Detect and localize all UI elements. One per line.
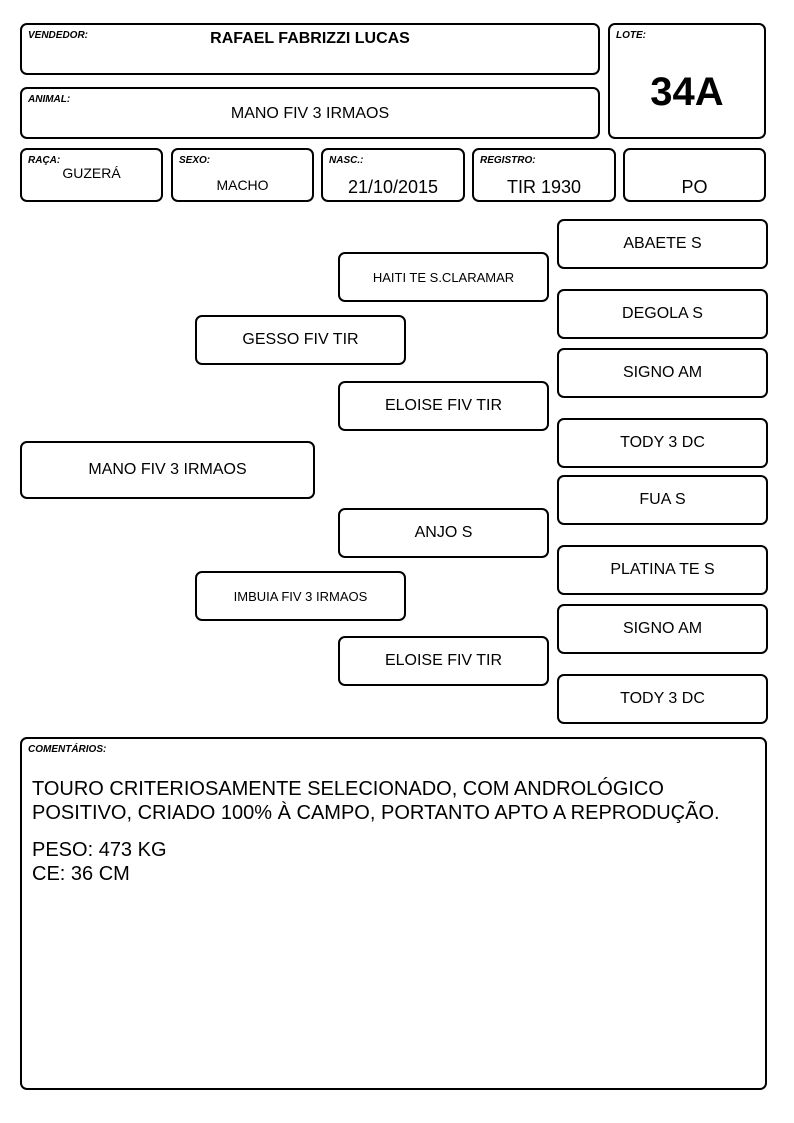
- categoria-box: PO: [623, 148, 766, 202]
- lote-value: 34A: [650, 70, 724, 114]
- pedigree-gg-8: TODY 3 DC: [557, 674, 768, 724]
- vendedor-value: RAFAEL FABRIZZI LUCAS: [210, 30, 410, 47]
- categoria-value: PO: [681, 177, 708, 197]
- pedigree-gg-1: ABAETE S: [557, 219, 768, 269]
- pedigree-gg-2: DEGOLA S: [557, 289, 768, 339]
- animal-box: ANIMAL: MANO FIV 3 IRMAOS: [20, 87, 600, 139]
- pedigree-dam-dam: ELOISE FIV TIR: [338, 636, 549, 686]
- registro-box: REGISTRO: TIR 1930: [472, 148, 616, 202]
- comments-line-4: CE: 36 CM: [32, 863, 130, 885]
- registro-value: TIR 1930: [506, 177, 582, 197]
- comments-box: COMENTÁRIOS: TOURO CRITERIOSAMENTE SELEC…: [20, 737, 767, 1090]
- pedigree-gg-5: FUA S: [557, 475, 768, 525]
- comments-label: COMENTÁRIOS:: [28, 744, 107, 755]
- pedigree-gg-3: SIGNO AM: [557, 348, 768, 398]
- pedigree-gg-6: PLATINA TE S: [557, 545, 768, 595]
- sexo-box: SEXO: MACHO: [171, 148, 314, 202]
- comments-line-2: POSITIVO, CRIADO 100% À CAMPO, PORTANTO …: [32, 802, 720, 824]
- comments-line-1: TOURO CRITERIOSAMENTE SELECIONADO, COM A…: [32, 778, 664, 800]
- vendedor-label: VENDEDOR:: [28, 30, 89, 41]
- nasc-value: 21/10/2015: [347, 177, 439, 197]
- pedigree-sire: GESSO FIV TIR: [195, 315, 406, 365]
- lote-box: LOTE: 34A: [608, 23, 766, 139]
- pedigree-dam: IMBUIA FIV 3 IRMAOS: [195, 571, 406, 621]
- sexo-value: MACHO: [216, 177, 269, 193]
- pedigree-sire-sire: HAITI TE S.CLARAMAR: [338, 252, 549, 302]
- lote-label: LOTE:: [616, 30, 646, 41]
- registro-label: REGISTRO:: [480, 155, 536, 166]
- raca-box: RAÇA: GUZERÁ: [20, 148, 163, 202]
- nasc-box: NASC.: 21/10/2015: [321, 148, 465, 202]
- pedigree-animal: MANO FIV 3 IRMAOS: [20, 441, 315, 499]
- animal-label: ANIMAL:: [28, 94, 71, 105]
- comments-line-3: PESO: 473 KG: [32, 839, 167, 861]
- sexo-label: SEXO:: [179, 155, 211, 166]
- animal-value: MANO FIV 3 IRMAOS: [230, 105, 390, 122]
- raca-value: GUZERÁ: [62, 165, 121, 181]
- raca-label: RAÇA:: [28, 155, 61, 166]
- nasc-label: NASC.:: [329, 155, 364, 166]
- vendedor-box: VENDEDOR: RAFAEL FABRIZZI LUCAS: [20, 23, 600, 75]
- pedigree-gg-4: TODY 3 DC: [557, 418, 768, 468]
- pedigree-gg-7: SIGNO AM: [557, 604, 768, 654]
- pedigree-dam-sire: ANJO S: [338, 508, 549, 558]
- pedigree-sire-dam: ELOISE FIV TIR: [338, 381, 549, 431]
